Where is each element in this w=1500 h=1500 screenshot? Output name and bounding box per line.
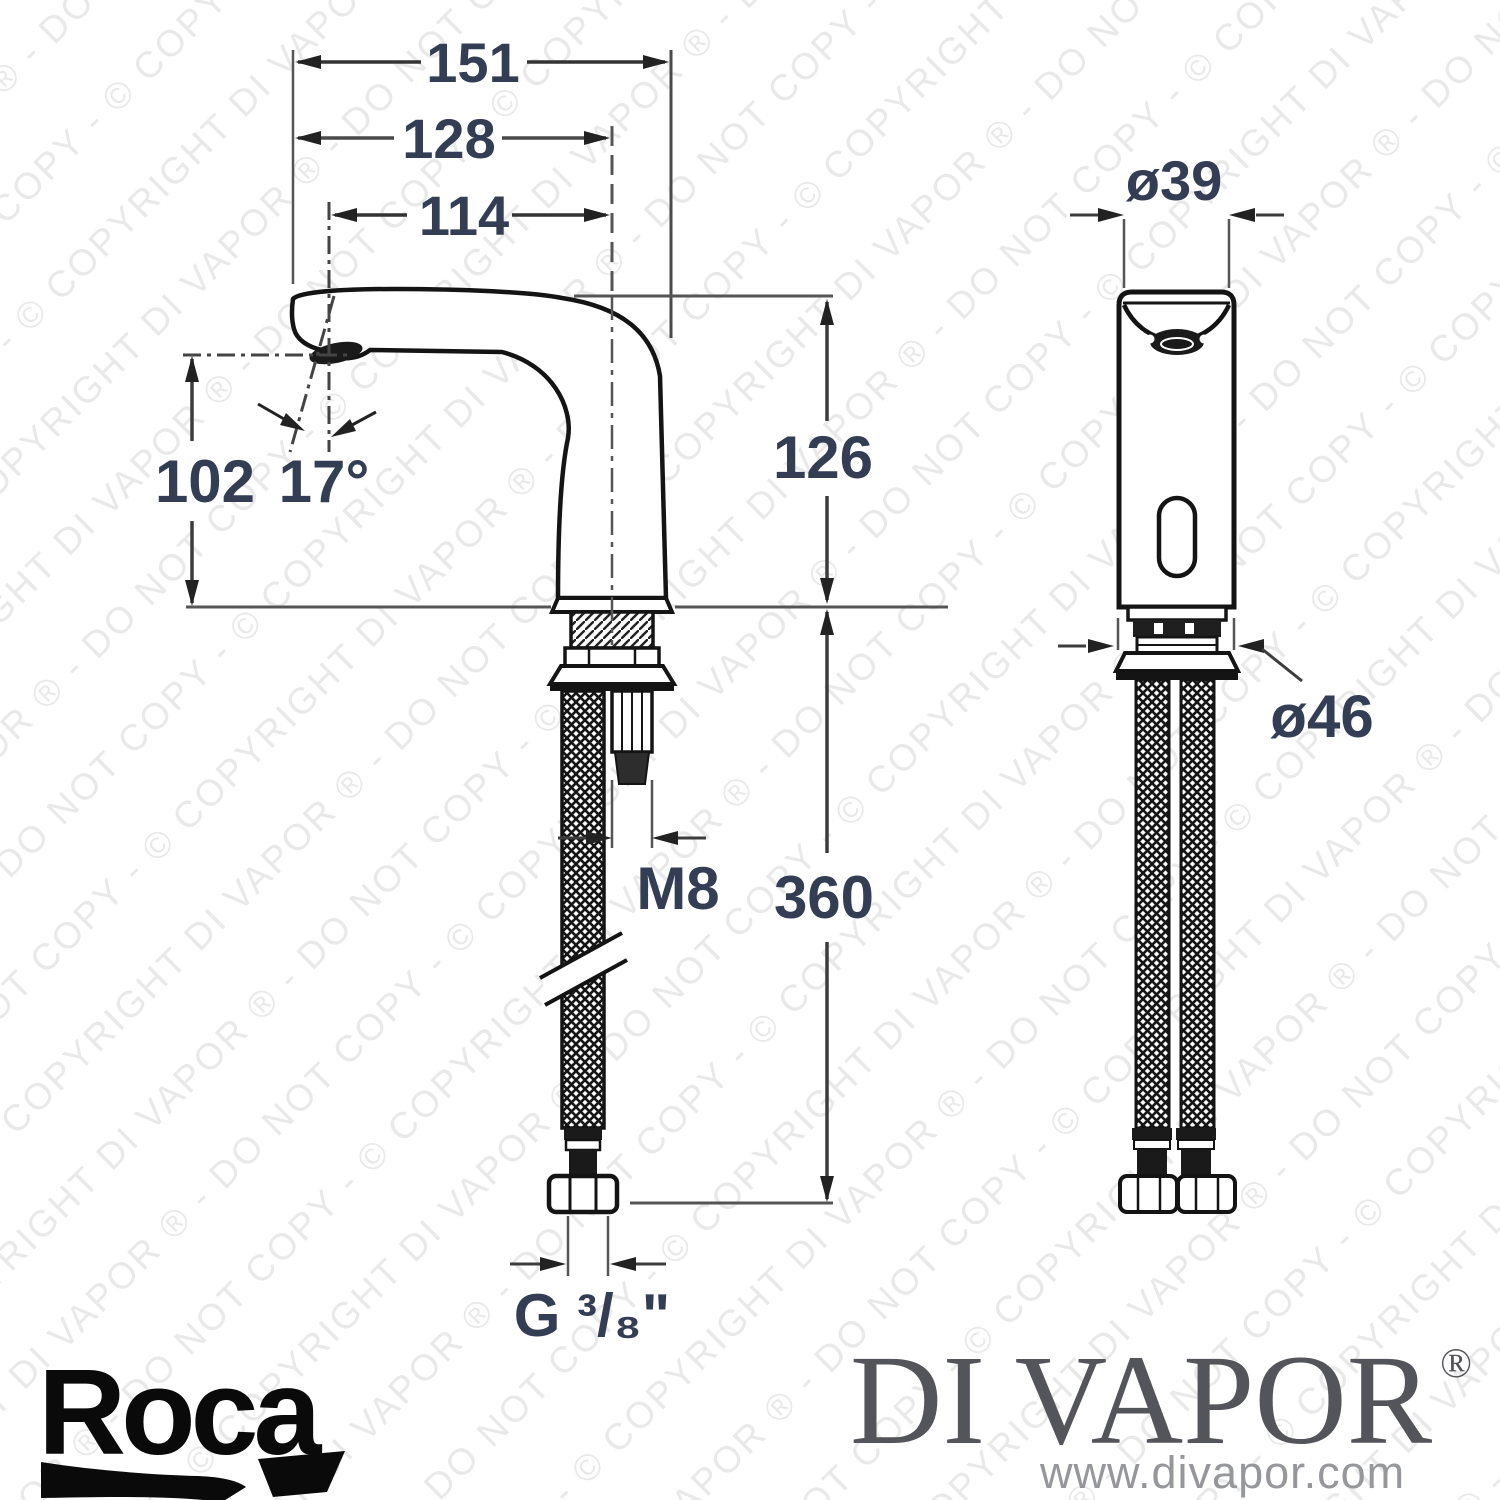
side-rod-nut	[613, 751, 651, 785]
dim-m8-label: M8	[636, 855, 719, 922]
side-escutcheon-lip	[550, 684, 674, 691]
spout-angle-line	[288, 295, 336, 453]
side-hose-nut	[546, 1173, 620, 1215]
dim-102: 102	[155, 356, 255, 606]
roca-swoosh	[41, 1462, 246, 1500]
divapor-logo: DI VAPOR®	[850, 1336, 1500, 1464]
front-hose-left	[1134, 678, 1171, 1130]
roca-logo: Roca	[38, 1356, 345, 1500]
divapor-logo-text: DI VAPOR	[850, 1329, 1433, 1471]
front-view: ø39 ø46	[1058, 149, 1374, 1214]
dim-m8: M8	[558, 780, 720, 922]
dim-360: 360	[774, 609, 874, 1202]
dim-360-label: 360	[774, 864, 874, 931]
dim-128: 128	[295, 107, 610, 170]
dim-102-label: 102	[155, 448, 255, 515]
side-view: 151 128 114	[155, 31, 948, 1349]
dim-126: 126	[773, 299, 873, 604]
dim-114-label: 114	[419, 184, 509, 247]
dim-d46-label: ø46	[1270, 683, 1373, 750]
dim-d39: ø39	[1070, 149, 1284, 288]
roca-swoosh-tail	[258, 1451, 345, 1497]
front-base-ring	[1126, 605, 1228, 622]
divapor-website: www.divapor.com	[1040, 1447, 1406, 1498]
front-hose-nut-right	[1176, 1174, 1237, 1214]
front-hose-nut-left	[1118, 1174, 1179, 1214]
dim-g38: G ³/₈"	[510, 1216, 670, 1349]
side-hose	[560, 689, 606, 1130]
front-dark-band	[1133, 620, 1221, 637]
registered-trademark-symbol: ®	[1440, 1341, 1473, 1387]
dim-17deg-label: 17°	[279, 448, 370, 515]
side-aerator	[309, 341, 363, 365]
front-sensor-window	[1156, 495, 1198, 579]
dim-g38-label: G ³/₈"	[514, 1282, 671, 1349]
dim-d46: ø46	[1058, 618, 1374, 750]
dim-151-label: 151	[426, 31, 519, 94]
hose-break	[542, 930, 627, 1003]
side-washer	[563, 646, 661, 668]
front-hose-right	[1179, 678, 1216, 1130]
side-escutcheon	[546, 664, 678, 686]
dim-d39-label: ø39	[1126, 149, 1223, 212]
front-aerator	[1150, 329, 1204, 355]
dim-114: 114	[331, 184, 610, 247]
front-escutcheon	[1112, 651, 1242, 673]
dim-128-label: 128	[402, 107, 495, 170]
dim-151: 151	[295, 31, 669, 94]
dim-17deg: 17°	[257, 402, 377, 515]
side-faucet-outline	[289, 286, 669, 601]
side-ferrule	[564, 1128, 602, 1140]
dim-126-label: 126	[773, 424, 873, 491]
front-body	[1116, 289, 1237, 610]
